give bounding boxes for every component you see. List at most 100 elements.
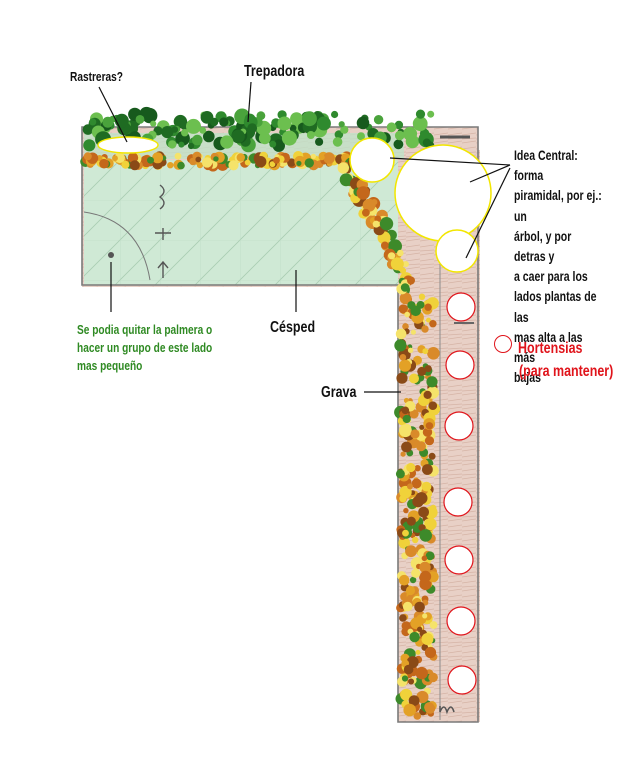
- border-flower: [428, 672, 438, 683]
- border-flower: [421, 633, 434, 645]
- border-flower: [400, 688, 413, 701]
- hedge-leaf: [168, 140, 177, 149]
- hedge-leaf: [181, 129, 189, 137]
- border-flower: [414, 601, 425, 613]
- border-flower: [147, 156, 154, 164]
- border-flower: [121, 160, 130, 169]
- border-flower: [424, 646, 437, 659]
- label-hortensias: Hortensias: [518, 340, 583, 357]
- border-flower: [422, 464, 433, 475]
- hortensia-circle: [446, 292, 476, 322]
- border-flower: [296, 160, 302, 166]
- border-flower: [273, 157, 280, 164]
- border-flower: [405, 585, 416, 596]
- border-flower: [405, 545, 417, 558]
- border-flower: [201, 157, 213, 168]
- border-flower: [83, 152, 92, 161]
- hedge-leaf: [334, 130, 344, 139]
- hedge-leaf: [135, 115, 145, 124]
- hortensia-circle: [446, 606, 476, 636]
- border-flower: [426, 317, 431, 323]
- label-trepadora: Trepadora: [244, 63, 305, 80]
- border-flower: [390, 257, 404, 271]
- hedge-leaf: [394, 130, 405, 141]
- border-flower: [412, 536, 419, 544]
- hortensia-circle: [445, 350, 475, 380]
- border-flower: [397, 249, 404, 257]
- border-flower: [174, 152, 182, 160]
- hedge-leaf: [415, 109, 426, 119]
- hedge-leaf: [178, 141, 185, 148]
- hedge-leaf: [150, 120, 157, 127]
- border-flower: [400, 451, 406, 457]
- hedge-leaf: [231, 129, 245, 144]
- border-flower: [379, 217, 394, 231]
- hedge-leaf: [277, 116, 292, 131]
- border-flower: [114, 152, 125, 164]
- border-flower: [402, 529, 409, 537]
- hedge-leaf: [373, 115, 384, 125]
- border-flower: [152, 152, 164, 164]
- flower-border: [80, 151, 441, 720]
- border-flower: [416, 301, 425, 309]
- hedge-leaf: [186, 118, 201, 134]
- border-flower: [424, 365, 432, 373]
- border-flower: [398, 537, 411, 549]
- border-flower: [409, 409, 419, 419]
- border-flower: [402, 601, 413, 612]
- hedge-leaf: [203, 130, 215, 143]
- hortensia-circle: [447, 665, 477, 695]
- border-flower: [407, 483, 413, 490]
- border-flower: [236, 153, 245, 162]
- border-flower: [418, 293, 426, 300]
- border-flower: [410, 429, 420, 439]
- border-flower: [398, 359, 412, 372]
- border-flower: [337, 162, 349, 174]
- border-flower: [423, 390, 432, 399]
- border-flower: [177, 161, 185, 170]
- label-palmera-note: Se podia quitar la palmera o hacer un gr…: [77, 322, 213, 373]
- border-flower: [429, 621, 438, 629]
- leader-lines: [98, 81, 511, 393]
- hedge-leaf: [83, 139, 96, 152]
- hedge-leaf: [393, 139, 404, 150]
- border-flower: [410, 329, 416, 335]
- hedge-leaf: [301, 111, 317, 127]
- border-flower: [406, 462, 416, 473]
- label-grava: Grava: [321, 384, 357, 401]
- hedge-leaf: [258, 132, 271, 145]
- label-rastreras: Rastreras?: [70, 69, 123, 84]
- border-flower: [304, 158, 314, 168]
- border-flower: [429, 320, 437, 328]
- border-flower: [424, 303, 432, 311]
- leader-idea-1: [389, 157, 511, 166]
- hedge-leaf: [316, 116, 331, 131]
- border-flower: [401, 627, 411, 637]
- border-flower: [426, 376, 438, 388]
- border-flower: [411, 478, 422, 489]
- border-flower: [398, 574, 410, 586]
- hedge-leaf: [332, 137, 343, 147]
- border-flower: [356, 186, 370, 200]
- border-flower: [413, 712, 422, 720]
- hedge-leaf: [220, 135, 234, 149]
- border-flower: [421, 555, 428, 562]
- hedge-leaf: [161, 126, 174, 139]
- border-flower: [428, 452, 436, 460]
- border-flower: [402, 261, 409, 268]
- border-flower: [430, 504, 437, 511]
- border-flower: [401, 441, 412, 453]
- hortensias-group: [443, 292, 477, 695]
- border-flower: [415, 492, 428, 505]
- border-flower: [424, 517, 437, 531]
- border-flower: [407, 276, 415, 285]
- border-flower: [189, 157, 197, 166]
- border-flower: [415, 649, 421, 655]
- border-flower: [400, 283, 410, 292]
- border-flower: [318, 154, 325, 161]
- border-flower: [402, 305, 408, 311]
- hedge-leaf: [338, 121, 345, 128]
- hedge-leaf: [340, 125, 349, 134]
- border-flower: [213, 156, 219, 162]
